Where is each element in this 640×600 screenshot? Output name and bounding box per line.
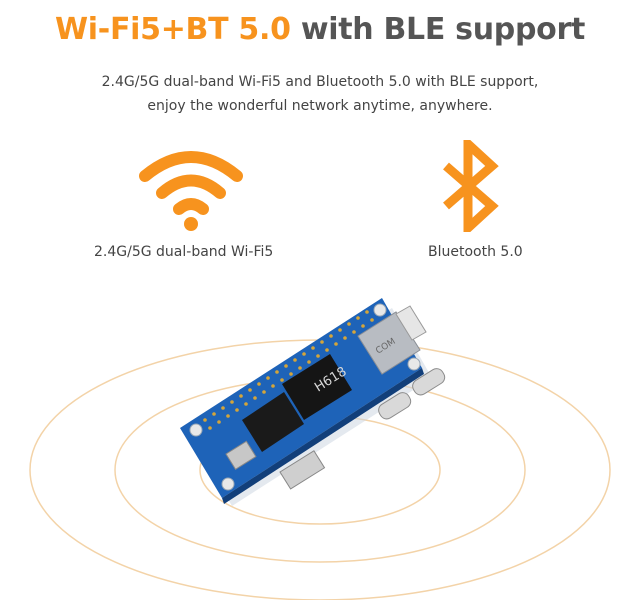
bluetooth-icon — [440, 133, 500, 239]
bluetooth-label: Bluetooth 5.0 — [428, 244, 523, 260]
board-scene: H618 COM — [0, 280, 640, 600]
microsd-slot — [225, 440, 257, 470]
ram-chip — [242, 392, 304, 452]
description-line-1: 2.4G/5G dual-band Wi-Fi5 and Bluetooth 5… — [101, 74, 539, 90]
description-line-2: enjoy the wonderful network anytime, any… — [147, 98, 493, 114]
gpio-header — [203, 310, 374, 430]
mounting-holes — [189, 303, 421, 491]
camera-connector — [395, 305, 427, 341]
wifi-label: 2.4G/5G dual-band Wi-Fi5 — [94, 244, 274, 260]
soc-chip: H618 — [282, 354, 352, 420]
title-rest: with BLE support — [300, 12, 585, 47]
title-accent: Wi-Fi5+BT 5.0 — [55, 12, 291, 47]
board-illustration: H618 COM — [29, 298, 611, 600]
wifi-icon — [136, 146, 246, 232]
page-title: Wi-Fi5+BT 5.0 with BLE support — [0, 12, 640, 47]
usb-c-ports — [378, 368, 446, 420]
mini-hdmi-port — [279, 450, 326, 490]
